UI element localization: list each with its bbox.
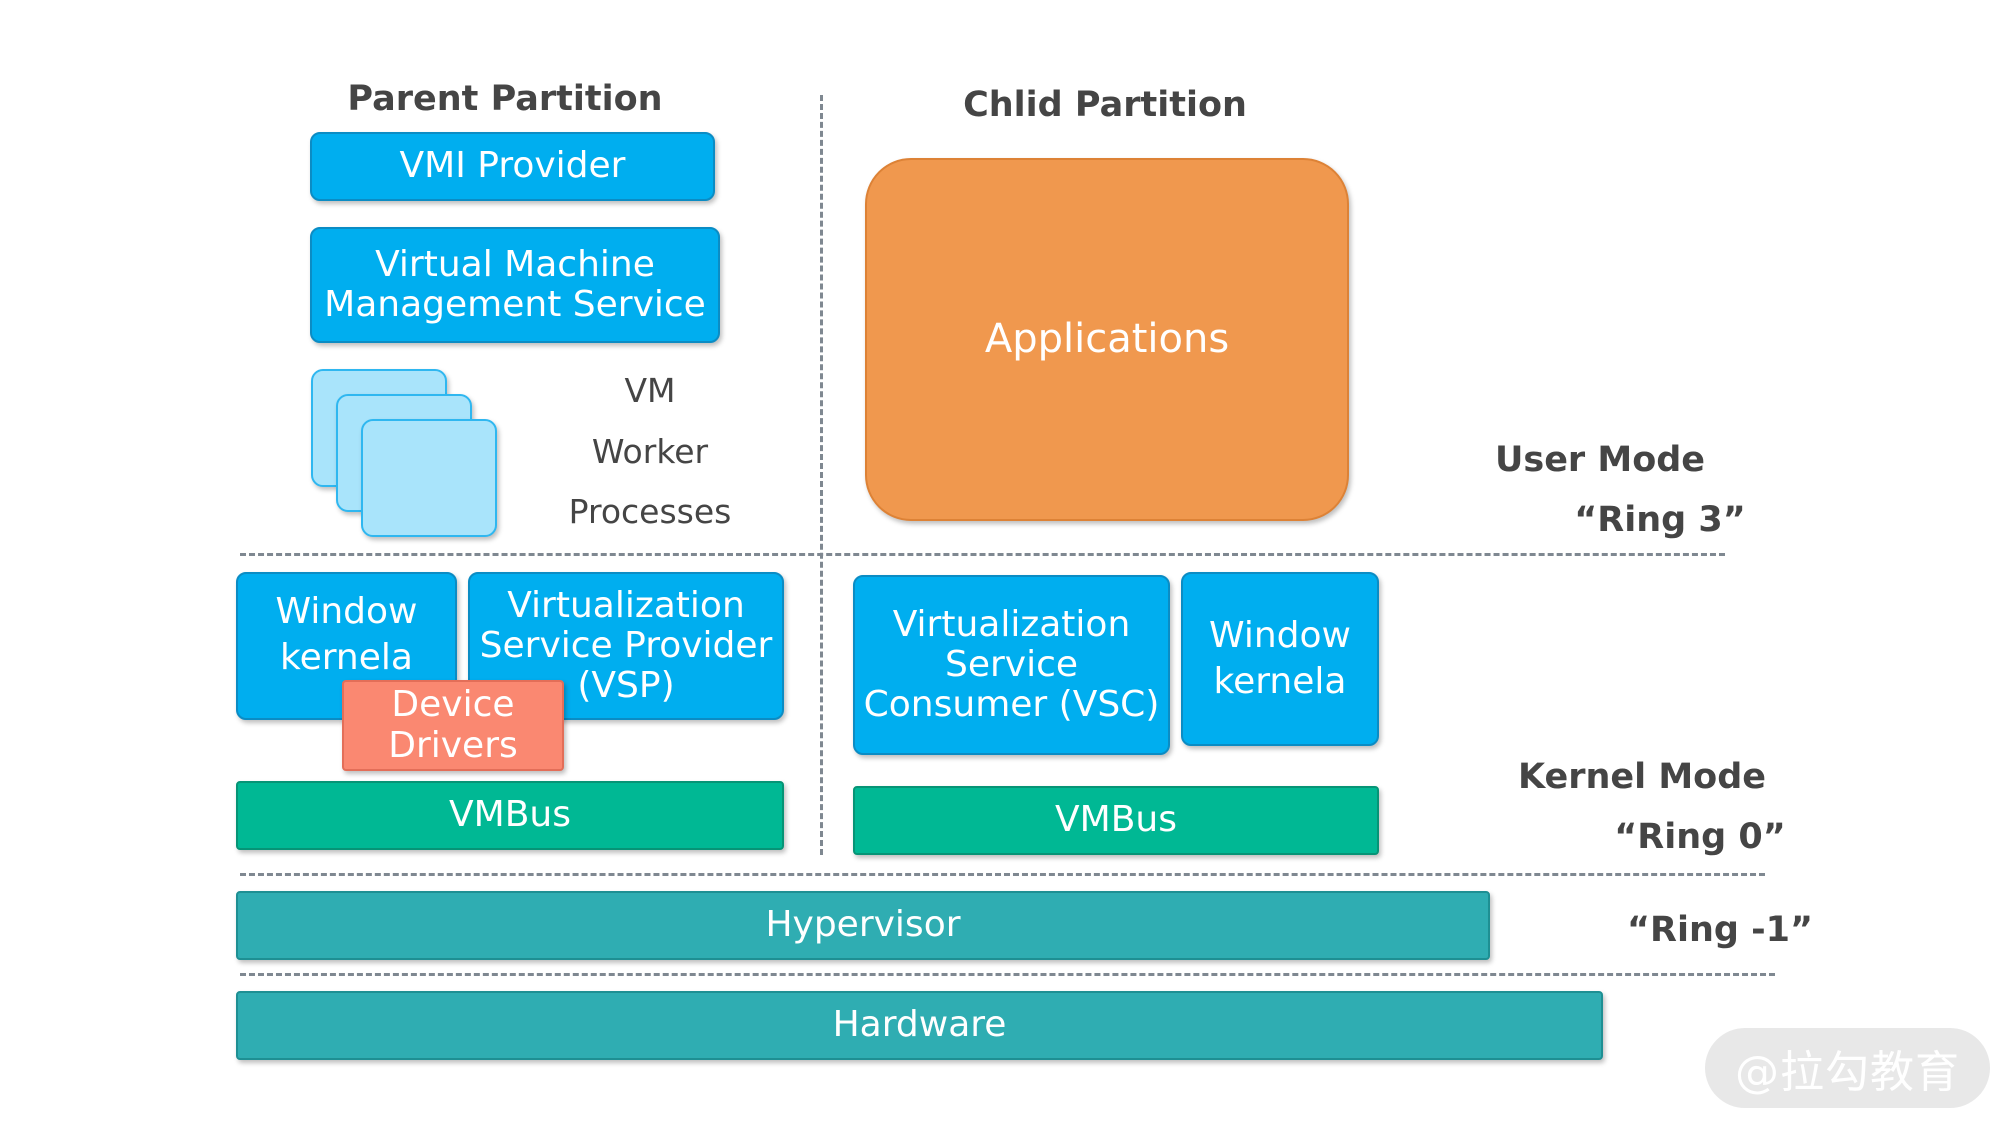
vmms-label-line1: Virtual Machine [375,243,655,285]
vsc-box: Virtualization Service Consumer (VSC) [853,575,1170,755]
parent-kernel-label-line1: Window [275,591,418,632]
vsp-box: Virtualization Service Provider (VSP) [468,572,784,720]
child-vmbus-box: VMBus [853,786,1379,855]
parent-kernel-label-line2: kernela [280,637,413,679]
vmms-label-line2: Management Service [324,284,706,325]
device-drivers-label-line1: Device [391,684,515,726]
hypervisor-box: Hypervisor [236,891,1490,960]
vsc-label-line3: Consumer (VSC) [863,684,1160,726]
ring0-label: “Ring 0” [1614,817,1786,857]
kernel-hypervisor-boundary [240,873,1765,876]
vsp-label-line1: Virtualization [507,584,745,626]
partition-divider [820,95,823,855]
vsc-label-line1: Virtualization [892,603,1131,645]
device-drivers-box: Device Drivers [342,680,564,771]
kernel-mode-label: Kernel Mode [1517,757,1766,797]
worker-label-line2: Worker [591,432,709,471]
ring3-label: “Ring 3” [1574,500,1746,540]
vmi-provider-box: VMI Provider [310,132,715,201]
ring-minus1-label: “Ring -1” [1627,910,1813,950]
worker-label-line3: Processes [568,492,732,531]
user-kernel-boundary [240,553,1725,556]
vm-management-service-box: Virtual Machine Management Service [310,227,720,343]
vsc-label-line2: Service [944,643,1079,685]
applications-label: Applications [984,316,1230,363]
watermark-text: @拉勾教育 [1735,1047,1960,1098]
parent-vmbus-label: VMBus [449,794,571,836]
parent-vmbus-box: VMBus [236,781,784,850]
worker-process-card-front [361,419,497,537]
child-kernel-label-line2: kernela [1213,661,1347,702]
vsp-label-line3: (VSP) [577,665,675,707]
hardware-box: Hardware [236,991,1603,1060]
applications-box: Applications [865,158,1349,521]
device-drivers-label-line2: Drivers [388,724,518,766]
parent-partition-title: Parent Partition [347,79,663,119]
child-partition-title: Chlid Partition [963,85,1247,125]
watermark-badge: @拉勾教育 [1705,1028,1990,1108]
user-mode-label: User Mode [1494,440,1706,480]
hardware-label: Hardware [832,1004,1007,1046]
vsp-label-line2: Service Provider [479,624,773,666]
hypervisor-label: Hypervisor [765,904,961,946]
vmi-provider-label: VMI Provider [399,145,626,187]
worker-label-line1: VM [624,371,676,410]
child-window-kernel-box: Window kernela [1181,572,1379,746]
hypervisor-hardware-boundary [240,973,1775,976]
child-vmbus-label: VMBus [1055,799,1177,841]
child-kernel-label-line1: Window [1209,614,1351,656]
